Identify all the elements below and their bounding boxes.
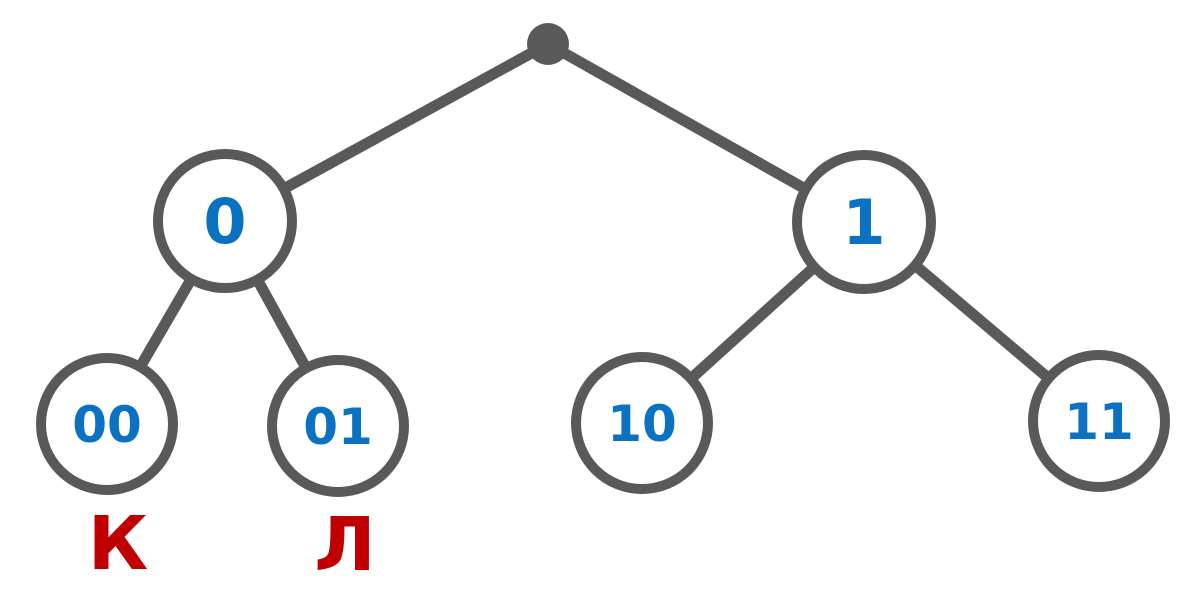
letter-label-l: Л xyxy=(314,502,375,588)
node-0-circle xyxy=(153,149,297,293)
leaf-11-label: 11 xyxy=(1064,393,1134,451)
node-0-label: 0 xyxy=(203,185,246,258)
leaf-01-label: 01 xyxy=(303,398,373,456)
leaf-10-circle xyxy=(571,352,713,494)
leaf-10-label: 10 xyxy=(607,395,677,453)
letter-label-k: К xyxy=(88,501,149,587)
leaf-11-circle xyxy=(1028,350,1170,492)
leaf-01-circle xyxy=(267,355,409,497)
leaf-00-circle xyxy=(36,353,178,495)
node-1-label: 1 xyxy=(842,186,885,259)
node-1-circle xyxy=(792,150,936,294)
leaf-00-label: 00 xyxy=(72,396,142,454)
root-node-dot xyxy=(527,23,569,65)
